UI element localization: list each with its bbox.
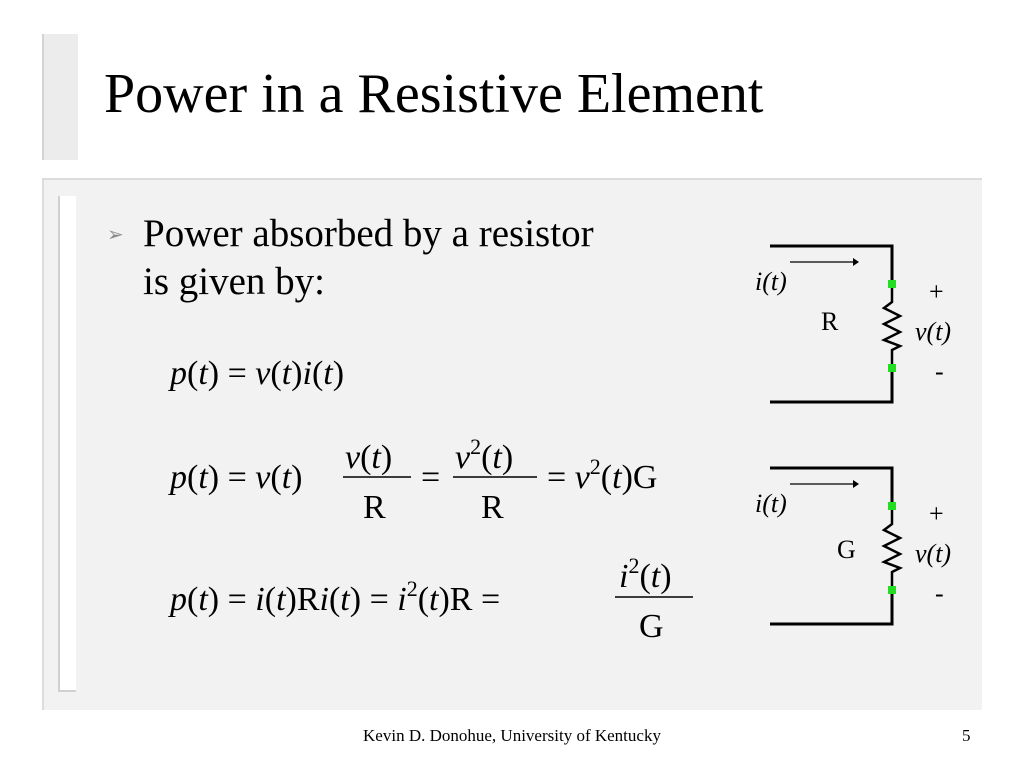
minus-label: - [935, 579, 944, 608]
svg-text:v(t): v(t) [345, 439, 392, 476]
svg-text:=: = [421, 459, 440, 496]
terminal-top [888, 502, 896, 510]
svg-text:v2(t): v2(t) [455, 434, 513, 476]
element-label: R [821, 307, 839, 336]
svg-text:R: R [363, 489, 386, 526]
plus-label: + [929, 499, 944, 528]
terminal-bottom [888, 364, 896, 372]
voltage-label: v(t) [915, 317, 951, 346]
plus-label: + [929, 277, 944, 306]
minus-label: - [935, 357, 944, 386]
svg-text:R: R [481, 489, 504, 526]
bullet-arrow-icon: ➢ [107, 222, 124, 246]
slide-title: Power in a Resistive Element [104, 63, 764, 125]
equation-3: p(t) = i(t)Ri(t) = i2(t)R = i2(t) G [168, 553, 693, 645]
bullet-text: Power absorbed by a resistor is given by… [143, 210, 703, 306]
current-label: i(t) [755, 489, 787, 518]
terminal-top [888, 280, 896, 288]
element-label: G [837, 535, 856, 564]
resistor-symbol [880, 506, 904, 590]
circuit-resistor: i(t) R + v(t) - [755, 244, 951, 404]
bullet-line-1: Power absorbed by a resistor [143, 212, 594, 255]
voltage-label: v(t) [915, 539, 951, 568]
circuit-wire [770, 466, 894, 506]
resistor-symbol [880, 284, 904, 368]
circuit-wire [770, 244, 894, 284]
terminal-bottom [888, 586, 896, 594]
content-accent-bar [58, 196, 76, 692]
content-panel [42, 178, 982, 710]
title-accent-bar [42, 34, 78, 160]
bullet-line-2: is given by: [143, 260, 325, 303]
equation-1: p(t) = v(t)i(t) [170, 355, 345, 392]
footer-author: Kevin D. Donohue, University of Kentucky [363, 726, 661, 745]
equation-2: p(t) = v(t) v(t) R = v2(t) R = v2(t)G [168, 434, 657, 526]
svg-text:p(t) = v(t): p(t) = v(t) [168, 459, 302, 496]
circuit-conductance: i(t) G + v(t) - [755, 466, 951, 626]
page-number: 5 [962, 726, 971, 745]
svg-text:= v2(t)G: = v2(t)G [547, 454, 657, 496]
circuit-wire [770, 590, 894, 626]
current-label: i(t) [755, 267, 787, 296]
svg-text:G: G [639, 608, 664, 645]
svg-text:p(t) = i(t)Ri(t) = i2(t)R =: p(t) = i(t)Ri(t) = i2(t)R = [168, 576, 500, 618]
circuit-wire [770, 368, 894, 404]
svg-text:i2(t): i2(t) [619, 553, 672, 595]
